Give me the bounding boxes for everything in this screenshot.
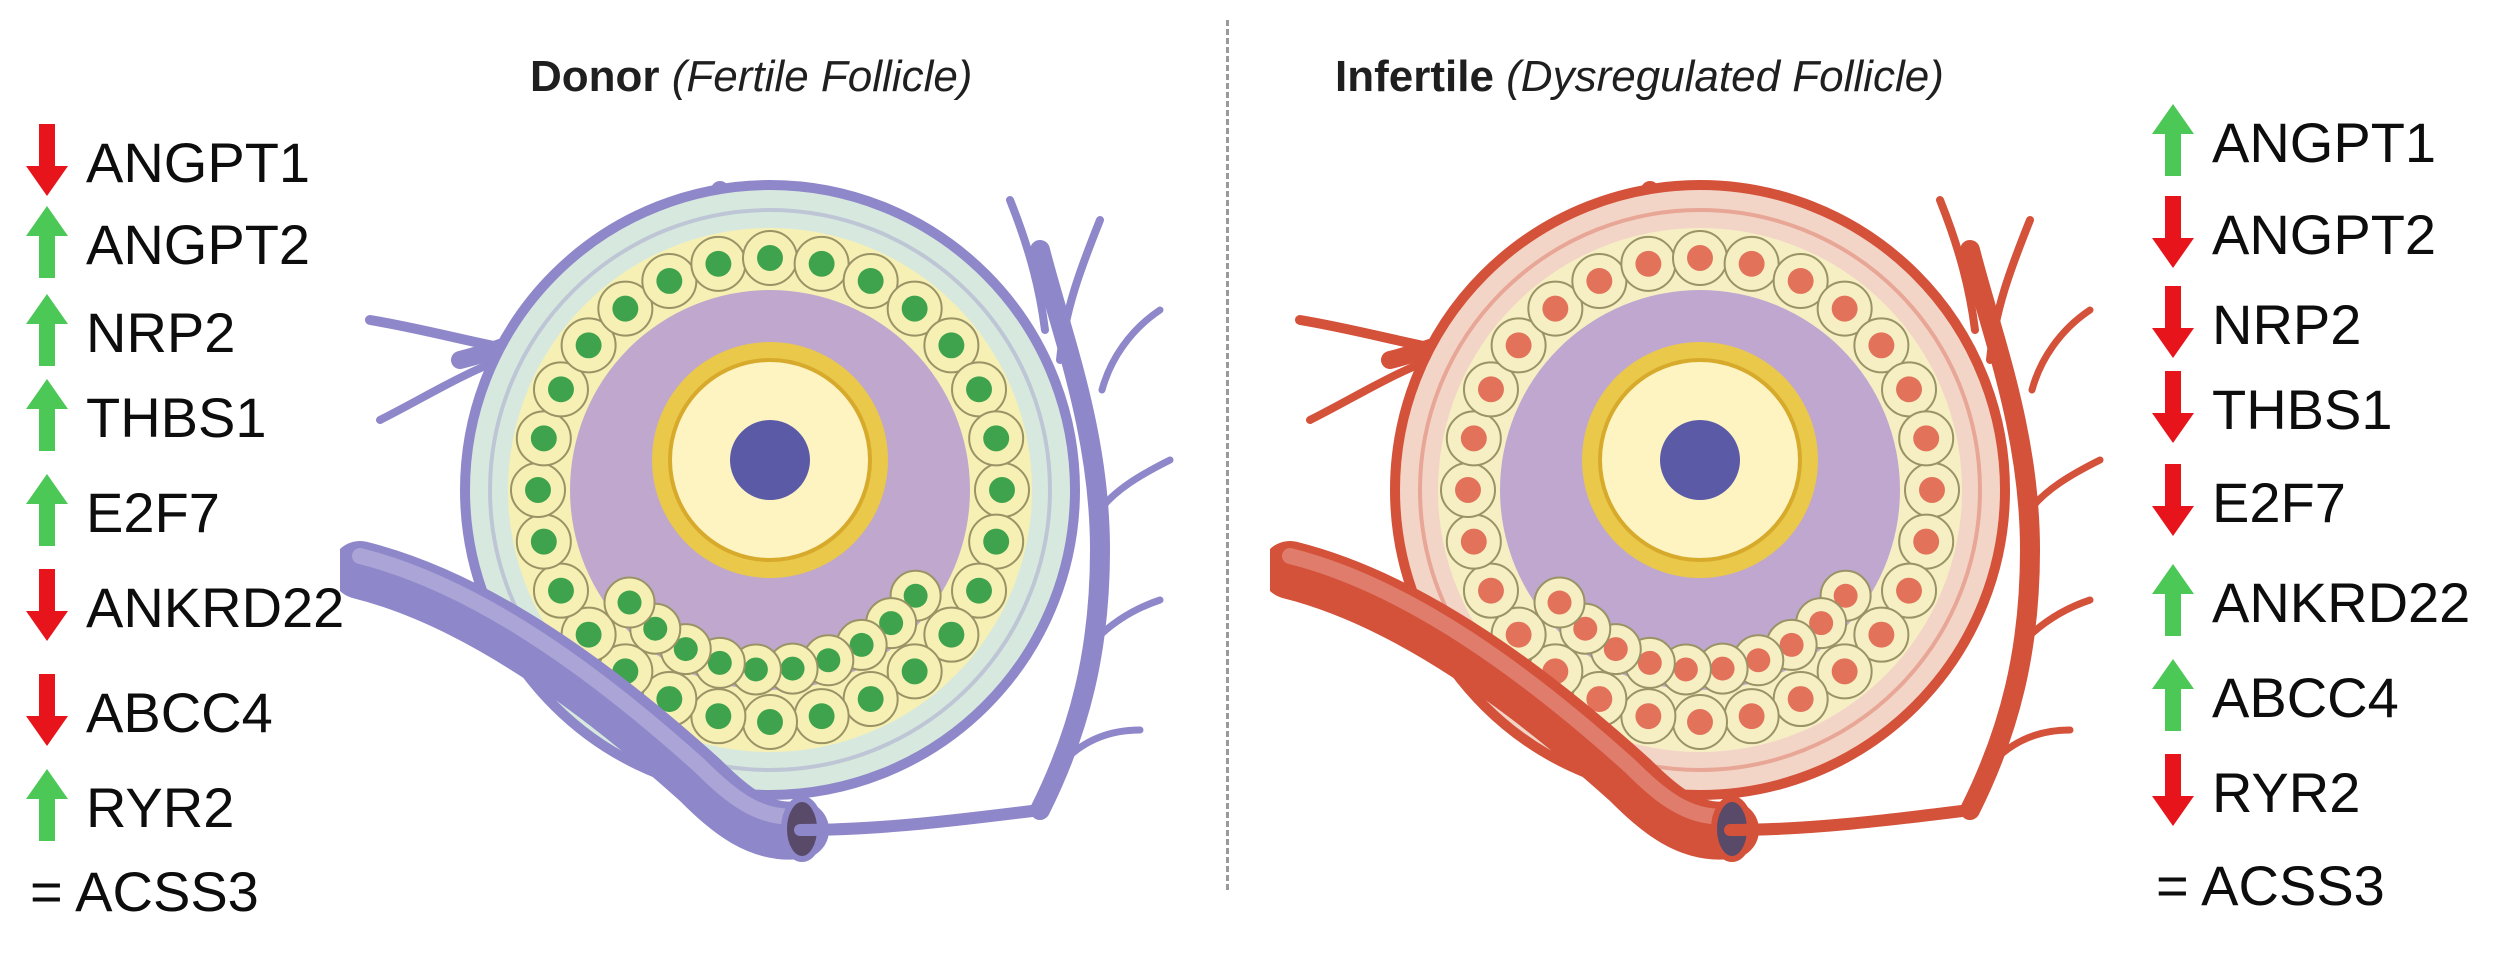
up-arrow-icon (22, 765, 72, 850)
gene-row-nrp2: NRP2 (2148, 282, 2361, 367)
gene-name: ANKRD22 (2212, 570, 2471, 634)
gene-name: THBS1 (2212, 377, 2393, 441)
gene-row-thbs1: THBS1 (22, 375, 267, 460)
gene-row-ryr2: RYR2 (22, 765, 234, 850)
oocyte-nucleus (1660, 420, 1740, 500)
gene-row-angpt2: ANGPT2 (2148, 192, 2436, 277)
gene-row-acss3: = ACSS3 (30, 864, 259, 920)
down-arrow-icon (2148, 282, 2198, 367)
gene-name: ANKRD22 (86, 575, 345, 639)
up-arrow-icon (22, 470, 72, 555)
gene-row-ankrd22: ANKRD22 (2148, 560, 2470, 645)
gene-name: = ACSS3 (30, 860, 259, 923)
oocyte-nucleus (730, 420, 810, 500)
down-arrow-icon (22, 670, 72, 755)
gene-row-angpt2: ANGPT2 (22, 202, 310, 287)
gene-row-abcc4: ABCC4 (2148, 655, 2399, 740)
fertile-follicle-illustration (340, 180, 1174, 862)
down-arrow-icon (22, 565, 72, 650)
up-arrow-icon (22, 290, 72, 375)
gene-row-acss3: = ACSS3 (2156, 858, 2385, 914)
gene-name: ANGPT2 (86, 212, 311, 276)
infertile-title-bold: Infertile (1335, 52, 1494, 101)
down-arrow-icon (22, 120, 72, 205)
down-arrow-icon (2148, 367, 2198, 452)
gene-row-thbs1: THBS1 (2148, 367, 2393, 452)
blood-vessel (1270, 541, 1976, 862)
dysregulated-follicle-illustration (1270, 180, 2104, 862)
gene-name: RYR2 (2212, 760, 2361, 824)
gene-name: ABCC4 (2212, 665, 2399, 729)
donor-panel-title: Donor (Fertile Follicle) (530, 52, 972, 102)
gene-row-angpt1: ANGPT1 (2148, 100, 2436, 185)
up-arrow-icon (2148, 655, 2198, 740)
gene-name: ANGPT1 (86, 130, 311, 194)
gene-name: THBS1 (86, 385, 267, 449)
gene-name: = ACSS3 (2156, 854, 2385, 917)
gene-name: ANGPT1 (2212, 110, 2437, 174)
gene-name: ANGPT2 (2212, 202, 2437, 266)
gene-name: ABCC4 (86, 680, 273, 744)
gene-row-e2f7: E2F7 (22, 470, 220, 555)
panel-divider (1226, 20, 1229, 890)
gene-row-ankrd22: ANKRD22 (22, 565, 344, 650)
gene-name: E2F7 (2212, 470, 2346, 534)
infertile-panel-title: Infertile (Dysregulated Follicle) (1335, 52, 1944, 102)
gene-row-e2f7: E2F7 (2148, 460, 2346, 545)
gene-row-abcc4: ABCC4 (22, 670, 273, 755)
gene-name: RYR2 (86, 775, 235, 839)
gene-row-nrp2: NRP2 (22, 290, 235, 375)
down-arrow-icon (2148, 460, 2198, 545)
gene-name: E2F7 (86, 480, 220, 544)
down-arrow-icon (2148, 192, 2198, 277)
donor-title-italic: (Fertile Follicle) (671, 52, 973, 101)
blood-vessel (340, 541, 1046, 862)
up-arrow-icon (2148, 560, 2198, 645)
down-arrow-icon (2148, 750, 2198, 835)
gene-name: NRP2 (2212, 292, 2362, 356)
donor-title-bold: Donor (530, 52, 660, 101)
up-arrow-icon (2148, 100, 2198, 185)
gene-name: NRP2 (86, 300, 236, 364)
infertile-title-italic: (Dysregulated Follicle) (1506, 52, 1944, 101)
gene-row-ryr2: RYR2 (2148, 750, 2360, 835)
up-arrow-icon (22, 202, 72, 287)
granulosa-cells (510, 230, 1030, 750)
gene-row-angpt1: ANGPT1 (22, 120, 310, 205)
up-arrow-icon (22, 375, 72, 460)
